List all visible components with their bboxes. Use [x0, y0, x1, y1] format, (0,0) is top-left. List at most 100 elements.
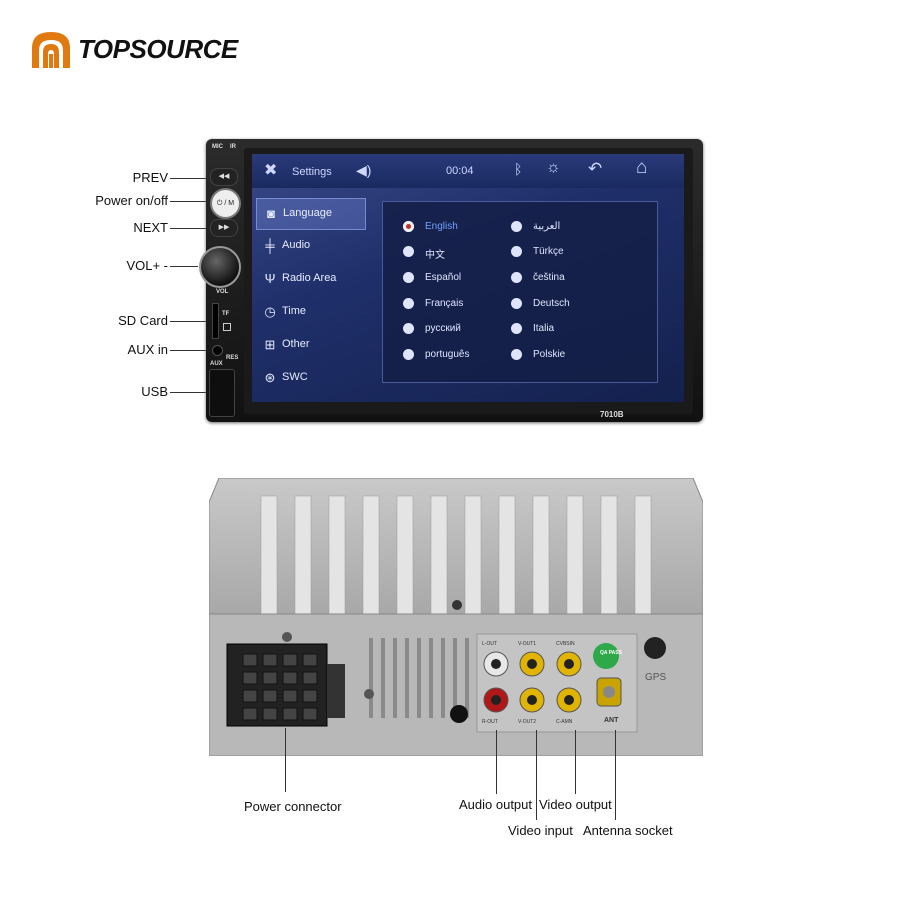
leader-video-output	[575, 730, 576, 794]
port-label: L-OUT	[482, 641, 497, 647]
language-option[interactable]: čeština	[511, 272, 565, 283]
menu-label: Time	[282, 305, 307, 317]
speech-bubble-icon: ◙	[267, 206, 275, 221]
leader-prev	[170, 178, 210, 179]
radio-button[interactable]	[511, 298, 522, 309]
language-option[interactable]: Türkçe	[511, 246, 564, 257]
ir-label: IR	[230, 144, 236, 150]
label-video-input: Video input	[508, 823, 573, 838]
qa-pass-label: QA PASS	[600, 650, 622, 656]
aux-jack[interactable]	[212, 345, 223, 356]
leader-aux-in	[170, 350, 210, 351]
back-arrow-icon[interactable]: ↶	[588, 159, 603, 178]
port-label: C-AMN	[556, 719, 573, 725]
label-vol: VOL+ -	[126, 258, 168, 273]
language-list-panel: English 中文 Español Français русский port…	[382, 201, 658, 383]
language-option[interactable]: русский	[403, 323, 461, 334]
label-prev: PREV	[132, 170, 168, 185]
radio-button[interactable]	[403, 298, 414, 309]
res-label: RES	[226, 355, 239, 361]
menu-label: Other	[282, 338, 310, 350]
power-button[interactable]: ⏻ / M	[210, 188, 241, 219]
model-number: 7010B	[600, 410, 624, 419]
label-power-connector: Power connector	[244, 799, 342, 814]
next-button[interactable]: ▶▶	[210, 219, 238, 237]
label-usb: USB	[141, 384, 168, 399]
label-next: NEXT	[133, 220, 168, 235]
leader-next	[170, 228, 210, 229]
label-antenna-socket: Antenna socket	[583, 823, 673, 838]
bluetooth-icon[interactable]: ᛒ	[514, 161, 523, 177]
aux-label: AUX	[210, 361, 223, 367]
leader-vol	[170, 266, 198, 267]
language-option[interactable]: Italia	[511, 323, 554, 334]
sd-card-icon	[223, 323, 231, 331]
topsource-logo-icon	[32, 32, 70, 68]
qa-pass-sticker	[593, 643, 619, 669]
volume-knob[interactable]	[199, 246, 241, 288]
grid-icon: ⊞	[264, 337, 276, 352]
language-option[interactable]: English	[403, 221, 458, 232]
steering-wheel-icon: ⊛	[264, 370, 276, 385]
menu-item-audio[interactable]: ╪ Audio	[256, 231, 364, 261]
clock-icon: ◷	[264, 304, 276, 319]
radio-button[interactable]	[403, 221, 414, 232]
radio-button[interactable]	[511, 246, 522, 257]
radio-button[interactable]	[511, 323, 522, 334]
brightness-icon[interactable]: ☼	[546, 159, 561, 176]
language-option[interactable]: Español	[403, 272, 461, 283]
rca-ports	[483, 651, 582, 713]
head-unit-rear	[209, 478, 703, 756]
antenna-icon: Ψ	[264, 271, 276, 286]
power-connector	[226, 632, 345, 727]
label-audio-output: Audio output	[459, 797, 533, 812]
menu-label: Radio Area	[282, 272, 337, 284]
label-aux-in: AUX in	[127, 342, 168, 357]
language-option[interactable]: Français	[403, 298, 463, 309]
brand-logo: TOPSOURCE	[26, 28, 256, 72]
radio-button[interactable]	[511, 349, 522, 360]
menu-item-radio-area[interactable]: Ψ Radio Area	[256, 264, 364, 294]
prev-button[interactable]: ◀◀	[210, 168, 238, 186]
label-sd-card: SD Card	[118, 313, 168, 328]
language-option[interactable]: português	[403, 349, 469, 360]
language-option[interactable]: العربية	[511, 221, 560, 232]
language-option[interactable]: 中文	[403, 246, 445, 261]
speaker-icon[interactable]: ◀)	[356, 162, 372, 178]
tf-label: TF	[222, 311, 230, 317]
port-label: V-OUT1	[518, 641, 537, 647]
radio-button[interactable]	[511, 221, 522, 232]
wrench-icon[interactable]: ✖	[264, 162, 278, 179]
menu-item-time[interactable]: ◷ Time	[256, 297, 364, 327]
menu-item-other[interactable]: ⊞ Other	[256, 330, 364, 360]
gps-label: GPS	[645, 672, 667, 683]
port-label: R-OUT	[482, 719, 498, 725]
menu-item-swc[interactable]: ⊛ SWC	[256, 363, 364, 393]
language-option[interactable]: Polskie	[511, 349, 565, 360]
equalizer-icon: ╪	[265, 238, 275, 253]
leader-power-connector	[285, 728, 286, 792]
menu-item-language[interactable]: ◙ Language	[256, 198, 366, 230]
home-icon[interactable]: ⌂	[636, 157, 648, 178]
radio-button[interactable]	[403, 323, 414, 334]
gps-port	[644, 637, 666, 659]
clock-readout: 00:04	[446, 165, 474, 177]
ant-label: ANT	[604, 717, 619, 724]
sd-card-slot[interactable]	[212, 303, 219, 339]
leader-power	[170, 201, 210, 202]
radio-button[interactable]	[403, 246, 414, 257]
language-option[interactable]: Deutsch	[511, 298, 570, 309]
leader-audio-output	[496, 730, 497, 794]
menu-label: Audio	[282, 239, 311, 251]
radio-button[interactable]	[403, 272, 414, 283]
radio-button[interactable]	[403, 349, 414, 360]
usb-port[interactable]	[209, 369, 235, 417]
screen-title: Settings	[292, 166, 332, 178]
leader-sd-card	[170, 321, 210, 322]
leader-video-input	[536, 730, 537, 820]
radio-button[interactable]	[511, 272, 522, 283]
power-button-label: ⏻ / M	[216, 200, 235, 207]
label-power: Power on/off	[95, 193, 168, 208]
port-label: CVBSIN	[556, 641, 575, 647]
port-label: V-OUT2	[518, 719, 537, 725]
